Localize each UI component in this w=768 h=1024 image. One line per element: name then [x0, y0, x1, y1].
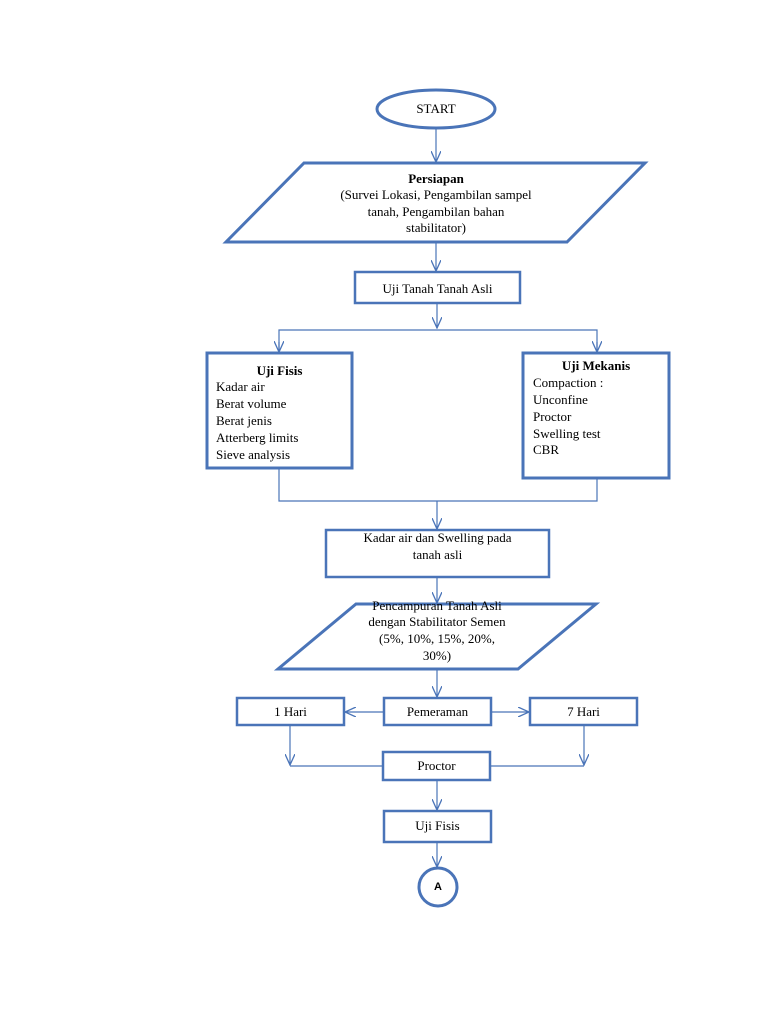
uji-fisis2-label: Uji Fisis: [415, 818, 460, 833]
pencampuran-parallelogram: [273, 602, 601, 671]
persiapan-line1: (Survei Lokasi, Pengambilan sampel: [340, 187, 532, 202]
uji-tanah-box: [353, 270, 522, 305]
uji-fisis-item: Sieve analysis: [216, 447, 291, 462]
uji-fisis2-box: [382, 809, 493, 844]
pemeraman-box: [382, 696, 493, 727]
connector-a-circle: [417, 866, 459, 908]
proctor-label: Proctor: [417, 758, 456, 773]
pencampuran-line3: (5%, 10%, 15%, 20%,: [379, 631, 495, 646]
merge-line: [278, 469, 598, 502]
uji-fisis-item: Berat volume: [216, 396, 287, 411]
persiapan-title: Persiapan: [408, 171, 464, 186]
start-label: START: [416, 101, 456, 116]
branch-line-top: [278, 329, 598, 352]
uji-fisis-item: Berat jenis: [216, 413, 272, 428]
pencampuran-line2: dengan Stabilitator Semen: [368, 614, 506, 629]
hari1-label: 1 Hari: [274, 704, 307, 719]
uji-fisis-box: [205, 351, 354, 470]
uji-mekanis-title: Uji Mekanis: [561, 358, 631, 373]
uji-mekanis-item: Swelling test: [533, 426, 601, 441]
uji-tanah-label: Uji Tanah Tanah Asli: [382, 281, 493, 296]
pencampuran-line1: Pencampuran Tanah Asli: [372, 598, 502, 613]
kadar-line2: tanah asli: [412, 547, 463, 562]
persiapan-line2: tanah, Pengambilan bahan: [367, 204, 505, 219]
uji-mekanis-item: Proctor: [533, 409, 572, 424]
hari1-box: [235, 696, 346, 727]
kadar-box: [324, 528, 551, 579]
uji-mekanis-box: [521, 351, 671, 480]
persiapan-parallelogram: [222, 161, 649, 244]
uji-fisis-item: Atterberg limits: [216, 430, 299, 445]
hari7-label: 7 Hari: [567, 704, 600, 719]
pencampuran-line4: 30%): [422, 648, 452, 663]
uji-fisis-item: Kadar air: [216, 379, 265, 394]
uji-mekanis-item: Compaction :: [533, 375, 604, 390]
connector-a-label: A: [434, 881, 442, 893]
kadar-line1: Kadar air dan Swelling pada: [363, 530, 512, 545]
uji-fisis-title: Uji Fisis: [256, 363, 303, 378]
pemeraman-label: Pemeraman: [406, 704, 469, 719]
uji-mekanis-item: CBR: [533, 442, 560, 457]
persiapan-line3: stabilitator): [406, 220, 466, 235]
hari7-box: [528, 696, 639, 727]
uji-mekanis-item: Unconfine: [533, 392, 588, 407]
